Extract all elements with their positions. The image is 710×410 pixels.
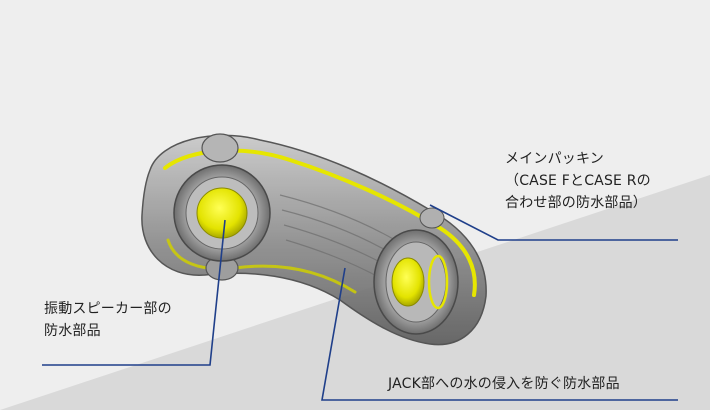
- label-speaker-line1: 振動スピーカー部の: [44, 301, 172, 317]
- jack-waterproof-part: [391, 257, 425, 307]
- label-main-packing-line3: 合わせ部の防水部品）: [505, 195, 647, 211]
- label-speaker: 振動スピーカー部の 防水部品: [44, 298, 172, 342]
- label-main-packing: メインパッキン （CASE FとCASE Rの 合わせ部の防水部品）: [505, 148, 651, 214]
- speaker-waterproof-part: [196, 187, 248, 239]
- label-main-packing-line1: メインパッキン: [505, 151, 604, 167]
- label-jack: JACK部への水の侵入を防ぐ防水部品: [388, 376, 620, 392]
- label-main-packing-line2: （CASE FとCASE Rの: [505, 173, 651, 189]
- label-speaker-line2: 防水部品: [44, 323, 101, 339]
